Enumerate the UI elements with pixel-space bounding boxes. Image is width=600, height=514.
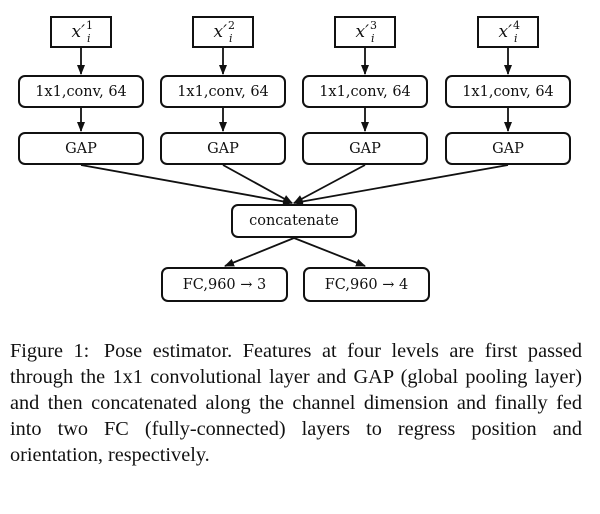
caption-label: Figure 1: bbox=[10, 340, 90, 362]
input-var-index: i bbox=[370, 31, 375, 45]
input-var-level: 3 bbox=[369, 18, 377, 32]
input-var-base: x bbox=[71, 22, 82, 42]
input-var-base: x bbox=[355, 22, 366, 42]
arrow-concat-to-fc1 bbox=[224, 237, 295, 267]
input-var-prime: ′ bbox=[365, 22, 369, 42]
arrow-gap4-to-concat bbox=[293, 164, 509, 206]
gap-box-4: GAP bbox=[445, 132, 571, 165]
conv-box-1: 1x1,conv, 64 bbox=[18, 75, 144, 108]
input-var-index: i bbox=[86, 31, 91, 45]
input-var-level: 2 bbox=[227, 18, 235, 32]
arrow-gap2-to-concat bbox=[222, 164, 293, 204]
input-var-prime: ′ bbox=[223, 22, 227, 42]
arrow-gap1-to-concat bbox=[80, 164, 293, 206]
input-var-index: i bbox=[228, 31, 233, 45]
arrow-gap3-to-concat bbox=[293, 164, 366, 204]
fc-position-box: FC,960 → 3 bbox=[161, 267, 288, 302]
conv-box-4: 1x1,conv, 64 bbox=[445, 75, 571, 108]
conv-box-2: 1x1,conv, 64 bbox=[160, 75, 286, 108]
input-var-prime: ′ bbox=[81, 22, 85, 42]
input-var-base: x bbox=[213, 22, 224, 42]
concatenate-box: concatenate bbox=[231, 204, 357, 238]
input-var-level: 4 bbox=[512, 18, 520, 32]
conv-box-3: 1x1,conv, 64 bbox=[302, 75, 428, 108]
arrow-concat-to-fc2 bbox=[293, 237, 366, 267]
gap-box-2: GAP bbox=[160, 132, 286, 165]
gap-box-1: GAP bbox=[18, 132, 144, 165]
connector-arrows bbox=[77, 48, 512, 267]
caption-text: Pose estimator. Features at four levels … bbox=[10, 340, 583, 466]
input-var-level: 1 bbox=[85, 18, 93, 32]
input-var-prime: ′ bbox=[508, 22, 512, 42]
fc-orientation-box: FC,960 → 4 bbox=[303, 267, 430, 302]
input-var-base: x bbox=[498, 22, 509, 42]
gap-box-3: GAP bbox=[302, 132, 428, 165]
input-var-index: i bbox=[513, 31, 518, 45]
figure-caption: Figure 1: Pose estimator. Features at fo… bbox=[10, 338, 582, 468]
